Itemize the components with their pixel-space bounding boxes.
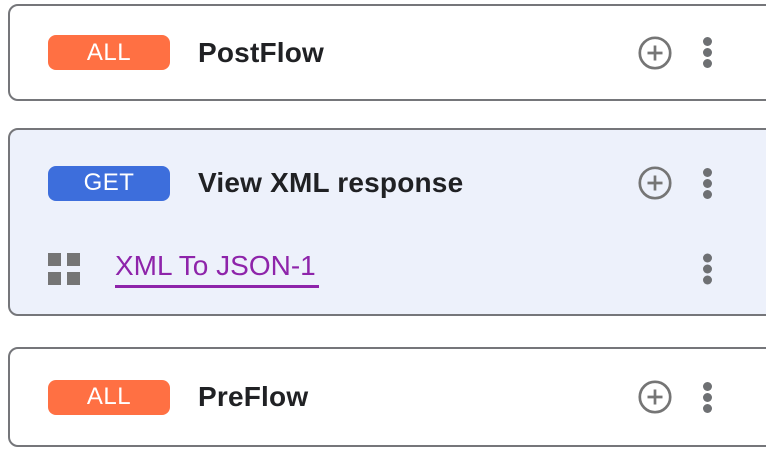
flow-actions — [638, 35, 712, 70]
plus-circle-icon — [638, 35, 672, 70]
plus-circle-icon — [638, 380, 672, 414]
flow-actions — [638, 380, 712, 414]
add-step-button[interactable] — [638, 380, 672, 414]
method-badge: GET — [48, 165, 170, 201]
flow-title: PostFlow — [198, 36, 325, 68]
more-menu-button[interactable] — [703, 37, 712, 68]
flow-card-view-xml-response[interactable]: GET View XML response — [8, 128, 766, 316]
more-menu-button[interactable] — [703, 167, 712, 199]
more-menu-button[interactable] — [703, 381, 712, 413]
kebab-menu-icon — [703, 37, 712, 46]
flow-card-postflow[interactable]: ALL PostFlow — [8, 4, 766, 101]
flow-title: PreFlow — [198, 381, 309, 412]
flow-row: ALL PreFlow — [10, 349, 766, 445]
grid-squares-icon — [48, 253, 80, 285]
kebab-menu-icon — [703, 253, 712, 263]
add-step-button[interactable] — [638, 35, 672, 70]
policy-more-menu-button[interactable] — [703, 253, 712, 285]
kebab-menu-icon — [703, 381, 712, 391]
flow-title: View XML response — [198, 167, 464, 198]
flow-row: GET View XML response — [10, 165, 766, 201]
method-badge: ALL — [48, 379, 170, 415]
flow-card-preflow[interactable]: ALL PreFlow — [8, 347, 766, 447]
flow-row: ALL PostFlow — [10, 6, 766, 99]
add-step-button[interactable] — [638, 166, 672, 200]
flow-actions — [638, 166, 712, 200]
method-badge: ALL — [48, 35, 170, 70]
policy-link[interactable]: XML To JSON-1 — [115, 250, 319, 288]
kebab-menu-icon — [703, 167, 712, 177]
plus-circle-icon — [638, 166, 672, 200]
policy-row: XML To JSON-1 — [10, 247, 766, 291]
